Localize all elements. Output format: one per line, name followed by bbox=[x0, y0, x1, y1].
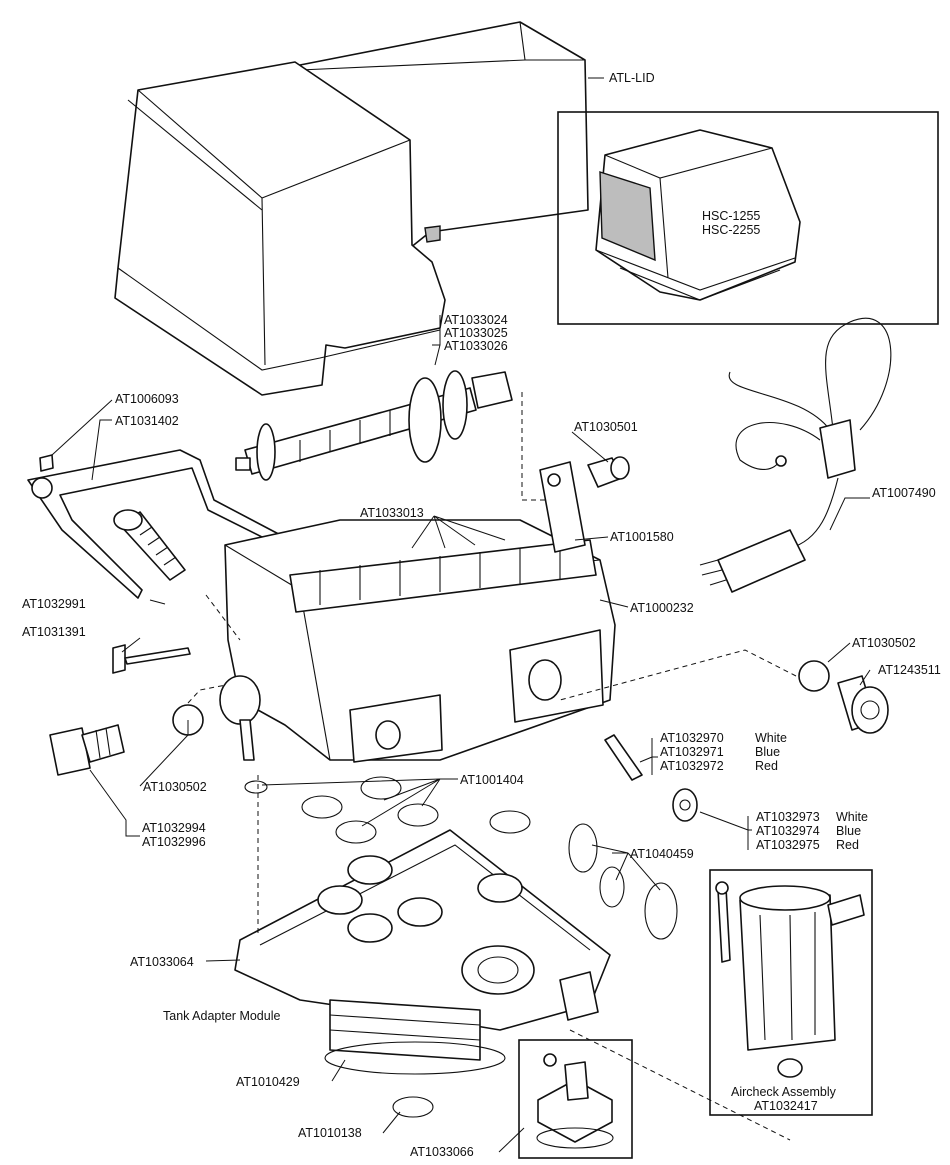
label-pin: AT1031391 bbox=[22, 625, 86, 639]
label-small-oring: AT1010138 bbox=[298, 1126, 362, 1140]
check-valve-right-drawing bbox=[837, 675, 889, 734]
leader-lines bbox=[51, 77, 871, 1153]
label-orings-large: AT1040459 bbox=[630, 847, 694, 861]
label-bypass: AT1033066 bbox=[410, 1145, 474, 1159]
labels: ATL-LID HSC-1255 HSC-2255 AT1033024 AT10… bbox=[22, 71, 941, 1159]
label-orings-small: AT1001404 bbox=[460, 773, 524, 787]
valve-body-drawing bbox=[219, 461, 616, 763]
ball-right-drawing bbox=[798, 660, 830, 692]
label-throat-red-color: Red bbox=[836, 838, 859, 852]
label-aircheck-name: Aircheck Assembly bbox=[731, 1085, 837, 1099]
label-screw: AT1006093 bbox=[115, 392, 179, 406]
label-nozzle-red: AT1032972 bbox=[660, 759, 724, 773]
label-nozzle-white-color: White bbox=[755, 731, 787, 745]
label-power-cord: AT1007490 bbox=[872, 486, 936, 500]
label-throat-white-color: White bbox=[836, 810, 868, 824]
label-tank-adapter-part: AT1033064 bbox=[130, 955, 194, 969]
label-cam-2: AT1033025 bbox=[444, 326, 508, 340]
oring-small-bottom-drawing bbox=[392, 1096, 434, 1118]
label-nozzle-blue-color: Blue bbox=[755, 745, 780, 759]
label-throat-red: AT1032975 bbox=[756, 838, 820, 852]
label-piston: AT1032991 bbox=[22, 597, 86, 611]
label-cam-3: AT1033026 bbox=[444, 339, 508, 353]
label-springs: AT1033013 bbox=[360, 506, 424, 520]
label-cam-1: AT1033024 bbox=[444, 313, 508, 327]
hsc-inset bbox=[557, 111, 939, 325]
label-tank-adapter-name: Tank Adapter Module bbox=[163, 1009, 280, 1023]
label-fitting: AT1030501 bbox=[574, 420, 638, 434]
label-switch: AT1001580 bbox=[610, 530, 674, 544]
label-throat-blue-color: Blue bbox=[836, 824, 861, 838]
tank-adapter-drawing bbox=[234, 829, 611, 1075]
bypass-inset bbox=[518, 1039, 633, 1159]
label-aircheck-part: AT1032417 bbox=[754, 1099, 818, 1113]
label-nozzle-blue: AT1032971 bbox=[660, 745, 724, 759]
power-cord-drawing bbox=[699, 317, 892, 593]
orings-small-drawing bbox=[244, 776, 531, 844]
label-drain-2: AT1032996 bbox=[142, 835, 206, 849]
nozzle-drawing bbox=[604, 734, 643, 781]
piston-drawing bbox=[113, 509, 186, 581]
label-bracket: AT1031402 bbox=[115, 414, 179, 428]
lid-drawing bbox=[114, 21, 589, 396]
fitting-drawing bbox=[587, 456, 630, 488]
throat-drawing bbox=[672, 788, 698, 822]
pin-drawing bbox=[112, 644, 191, 674]
label-valve-body: AT1000232 bbox=[630, 601, 694, 615]
label-tank-oring: AT1010429 bbox=[236, 1075, 300, 1089]
drain-fitting-drawing bbox=[49, 724, 125, 776]
bracket-drawing bbox=[27, 449, 291, 599]
label-throat-white: AT1032973 bbox=[756, 810, 820, 824]
orings-large-drawing bbox=[568, 823, 678, 940]
label-hsc-1255: HSC-1255 bbox=[702, 209, 760, 223]
label-nozzle-red-color: Red bbox=[755, 759, 778, 773]
label-throat-blue: AT1032974 bbox=[756, 824, 820, 838]
cam-shaft-drawing bbox=[235, 370, 513, 481]
label-drain-1: AT1032994 bbox=[142, 821, 206, 835]
label-atl-lid: ATL-LID bbox=[609, 71, 655, 85]
label-check-right: AT1243511 bbox=[878, 663, 941, 677]
aircheck-inset bbox=[709, 869, 873, 1116]
label-hsc-2255: HSC-2255 bbox=[702, 223, 760, 237]
label-ball-left: AT1030502 bbox=[143, 780, 207, 794]
label-ball-right: AT1030502 bbox=[852, 636, 916, 650]
label-nozzle-white: AT1032970 bbox=[660, 731, 724, 745]
